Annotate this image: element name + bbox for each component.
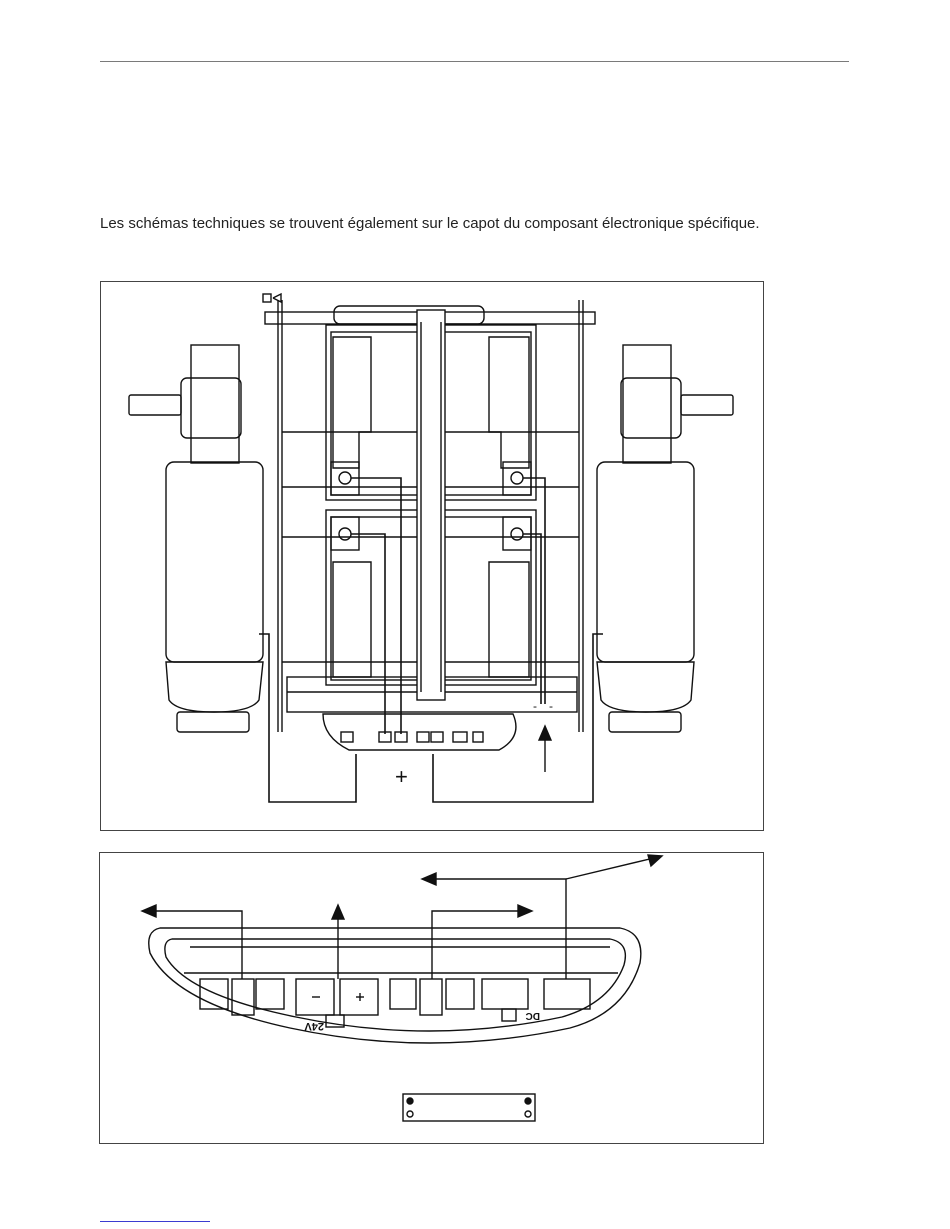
electronics-module [323,714,516,750]
connector-panel-diagram: 24V DC [99,852,764,1144]
module-housing [149,928,641,1043]
label-dc: DC [526,1010,540,1021]
battery-strap [417,310,445,700]
minus-label-1: - [533,699,537,713]
header-rule [100,61,849,62]
label-24v: 24V [304,1020,324,1032]
footer-rule [100,1221,210,1222]
leader-arrows [142,855,662,979]
arrow-up-connector [539,726,551,772]
intro-paragraph: Les schémas techniques se trouvent égale… [100,215,860,233]
wiring-diagram-top-view: + - - [100,281,764,831]
motor-left [129,345,263,732]
plus-label: + [395,764,408,789]
motor-right [597,345,733,732]
minus-label-2: - [549,699,553,713]
mounting-plate [403,1094,535,1121]
